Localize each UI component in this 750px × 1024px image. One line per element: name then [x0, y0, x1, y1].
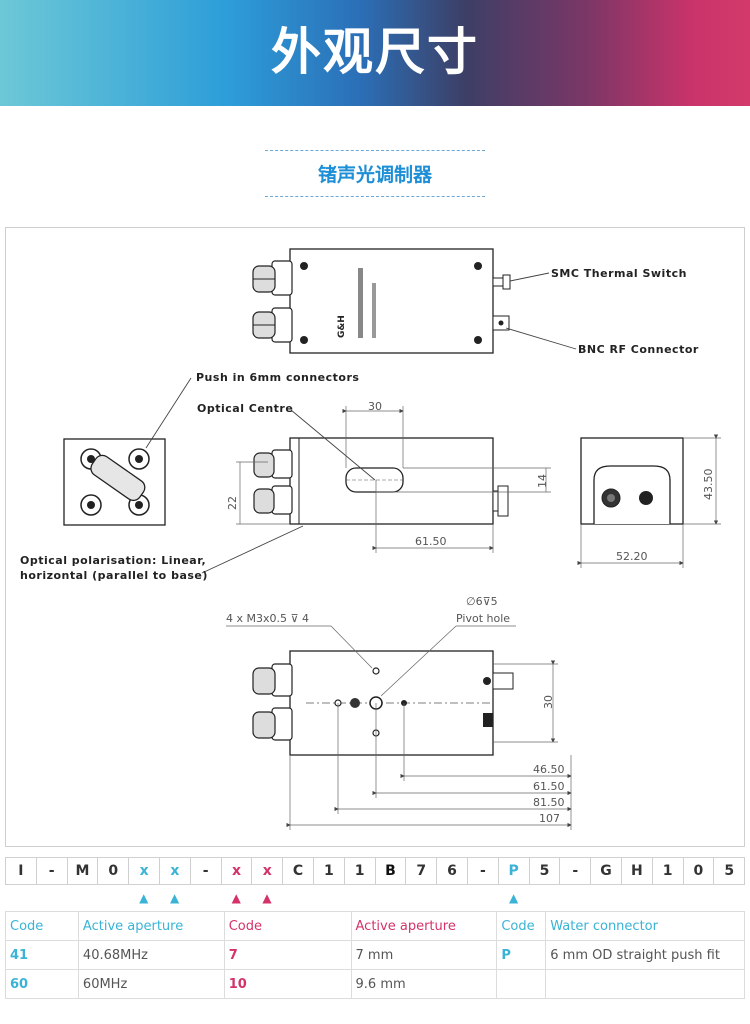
technical-drawing: G&H SMC Thermal Switch BNC RF Connector …	[5, 227, 745, 847]
dim-61-50: 61.50	[533, 780, 565, 793]
header-code-2: Code	[223, 911, 352, 941]
side-view-right: 43.50 52.20	[577, 434, 721, 568]
table-cell: 41	[5, 940, 79, 970]
dim-30-side: 30	[542, 695, 555, 709]
table-cell: 7	[223, 940, 352, 970]
product-subtitle: 锗声光调制器	[317, 164, 432, 186]
table-cell: 10	[223, 969, 352, 999]
polarisation-label-line1: Optical polarisation: Linear,	[20, 554, 206, 567]
table-cell	[496, 969, 547, 999]
bnc-rf-connector-label: BNC RF Connector	[578, 343, 699, 356]
dim-30-top: 30	[368, 400, 382, 413]
top-view: G&H SMC Thermal Switch BNC RF Connector	[252, 248, 699, 356]
dim-107: 107	[539, 812, 560, 825]
code-char: M	[68, 858, 99, 884]
code-char: 5	[530, 858, 561, 884]
smc-thermal-switch-label: SMC Thermal Switch	[551, 267, 687, 280]
bottom-view: 30 46.50 61.50 81.50 107 4 x M3x0.5 ⊽ 4 …	[226, 595, 572, 830]
table-row: 41 40.68MHz 7 7 mm P 6 mm OD straight pu…	[5, 940, 745, 970]
brand-logo-text: G&H	[337, 315, 347, 338]
optical-centre-label: Optical Centre	[197, 402, 293, 415]
code-markers-row: ▲ ▲ ▲ ▲ ▲	[5, 889, 745, 907]
header-code-3: Code	[496, 911, 547, 941]
table-cell	[545, 969, 745, 999]
header-water-connector: Water connector	[545, 911, 745, 941]
code-char: -	[560, 858, 592, 884]
table-row: 60 60MHz 10 9.6 mm	[5, 969, 745, 999]
table-cell: 40.68MHz	[77, 940, 225, 970]
header-code-1: Code	[5, 911, 79, 941]
screw-spec-label: 4 x M3x0.5 ⊽ 4	[226, 612, 309, 625]
code-char: 5	[724, 863, 735, 879]
code-char-frequency: x	[129, 858, 160, 884]
code-char: C	[283, 858, 314, 884]
end-view-left: Push in 6mm connectors	[63, 371, 359, 526]
dim-52-20: 52.20	[616, 550, 648, 563]
dim-43-50: 43.50	[702, 469, 715, 501]
table-cell: 6 mm OD straight push fit	[545, 940, 745, 970]
code-char: 7	[406, 858, 438, 884]
table-cell: P	[496, 940, 547, 970]
dim-61-50-front: 61.50	[415, 535, 447, 548]
drawing-canvas: G&H SMC Thermal Switch BNC RF Connector …	[20, 248, 721, 830]
part-number-code-row: I - M 0 x x - x x C 1 1 B 7 6 - P 5 - G …	[5, 857, 745, 885]
header-active-aperture-1: Active aperture	[77, 911, 225, 941]
code-char: 1	[345, 858, 376, 884]
page-title: 外观尺寸	[271, 23, 479, 81]
code-char: 6	[437, 858, 468, 884]
spec-table: Code Active aperture Code Active apertur…	[5, 911, 745, 999]
code-char-frequency: x	[160, 858, 191, 884]
polarisation-label-line2: horizontal (parallel to base)	[20, 569, 208, 582]
dim-22: 22	[226, 496, 239, 510]
code-char-water-connector: P	[499, 858, 530, 884]
dim-46-50: 46.50	[533, 763, 565, 776]
code-char-aperture: x	[222, 858, 253, 884]
header-active-aperture-2: Active aperture	[350, 911, 498, 941]
triangle-marker-icon: ▲	[509, 891, 519, 905]
triangle-marker-icon: ▲	[231, 891, 241, 905]
code-char: 1	[653, 858, 684, 884]
triangle-marker-icon: ▲	[262, 891, 272, 905]
code-char: H	[622, 858, 653, 884]
code-char: -	[37, 858, 68, 884]
dim-14: 14	[536, 474, 549, 488]
subtitle-divider-bottom	[265, 196, 485, 197]
pivot-hole-label: Pivot hole	[456, 612, 510, 625]
code-char: 0	[684, 858, 715, 884]
triangle-marker-icon: ▲	[139, 891, 149, 905]
header-banner: 外观尺寸	[0, 0, 750, 106]
code-char: G	[591, 858, 622, 884]
table-cell: 60MHz	[77, 969, 225, 999]
table-cell: 60	[5, 969, 79, 999]
front-view: 30 14 22 61.50 Optical Centre Optical po…	[20, 400, 551, 582]
code-char: 1	[314, 858, 345, 884]
code-char: I	[6, 858, 37, 884]
subtitle-divider-top	[265, 150, 485, 151]
push-connectors-label: Push in 6mm connectors	[196, 371, 359, 384]
dim-81-50: 81.50	[533, 796, 565, 809]
code-char: 0	[98, 858, 130, 884]
table-cell: 7 mm	[350, 940, 498, 970]
table-cell: 9.6 mm	[350, 969, 498, 999]
code-char: -	[191, 858, 222, 884]
triangle-marker-icon: ▲	[169, 891, 180, 905]
code-char-aperture: x	[252, 858, 284, 884]
table-header-row: Code Active aperture Code Active apertur…	[5, 911, 745, 941]
code-char: B	[376, 858, 407, 884]
code-char: -	[468, 858, 499, 884]
pivot-hole-spec: ∅6⊽5	[466, 595, 498, 608]
